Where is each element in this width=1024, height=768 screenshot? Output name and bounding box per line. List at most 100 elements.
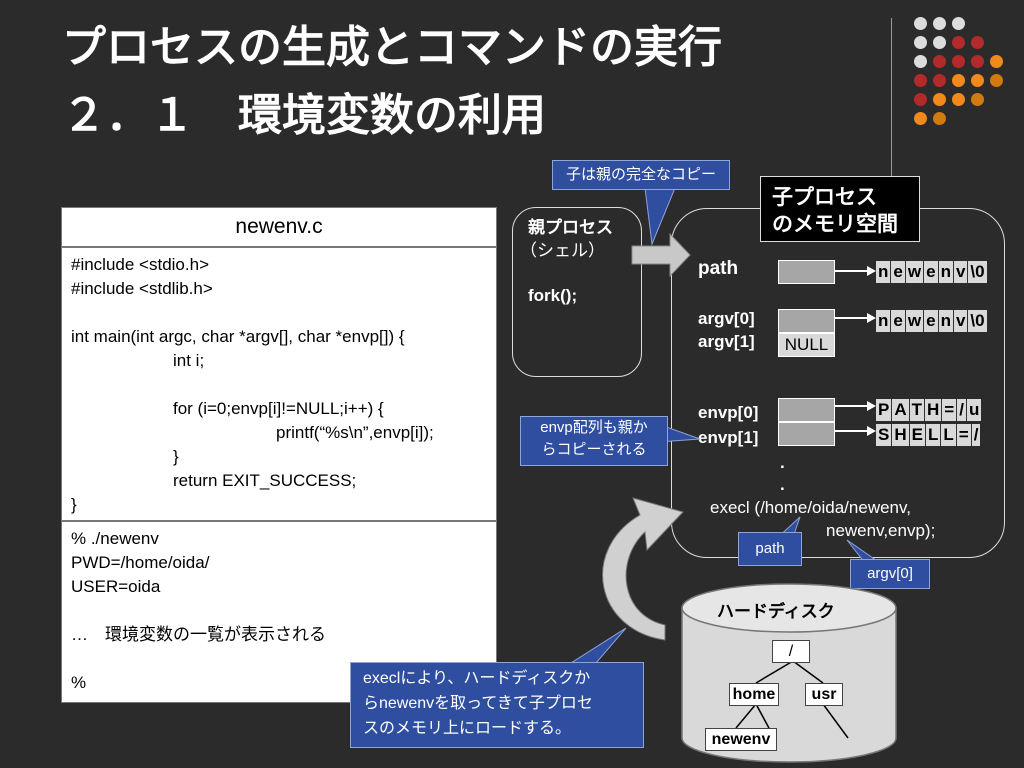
decorative-dot (952, 55, 965, 68)
argv0-label: argv[0] (698, 309, 755, 328)
code-line: #include <stdlib.h> (71, 279, 213, 298)
envp1-string-char: S (876, 424, 893, 446)
envp-callout-pointer (658, 423, 701, 443)
decorative-dot (914, 17, 927, 30)
envp0-label: envp[0] (698, 403, 759, 422)
decorative-dot (971, 74, 984, 87)
envp0-pointer-box (778, 398, 835, 422)
argv1-null: NULL (778, 333, 835, 357)
code-line: #include <stdio.h> (71, 255, 209, 274)
code-line: int i; (173, 351, 205, 370)
argv-string-char: \0 (970, 311, 985, 330)
envp1-string-char: E (910, 424, 926, 446)
slide-title-line2: ２．１ 環境変数の利用 (62, 90, 546, 141)
path-pointer-box (778, 260, 835, 284)
load-callout-line3: スのメモリ上にロードする。 (363, 720, 572, 737)
decorative-dot (933, 93, 946, 106)
decorative-dot (914, 93, 927, 106)
output-line: PWD=/home/oida/ (71, 553, 210, 572)
envp0-string-char: / (957, 399, 967, 421)
envp-callout-line2: らコピーされる (541, 441, 647, 458)
argv0-callout: argv[0] (850, 559, 930, 589)
decorative-dot (933, 17, 946, 30)
argv0-pointer-box (778, 309, 835, 333)
argv-arrow (834, 317, 868, 319)
envp0-arrow-head (867, 401, 876, 411)
disk-root: / (772, 640, 810, 663)
decorative-dot (971, 55, 984, 68)
path-string-char: e (891, 261, 906, 283)
path-label: path (698, 258, 739, 279)
envp1-string-char: L (926, 424, 942, 446)
envp1-arrow (834, 430, 868, 432)
decorative-dot (952, 74, 965, 87)
separator-line (891, 18, 892, 188)
decorative-dot (971, 36, 984, 49)
envp1-string-char: L (941, 424, 957, 446)
path-string-char: n (876, 261, 892, 283)
execl-line2: newenv,envp); (826, 521, 936, 540)
argv-arrow-head (867, 313, 876, 323)
code-line: printf(“%s\n”,envp[i]); (276, 423, 434, 442)
slide-title-line1: プロセスの生成とコマンドの実行 (62, 22, 722, 73)
decorative-dot (933, 112, 946, 125)
decorative-dot (990, 74, 1003, 87)
child-title-box (760, 176, 920, 242)
argv-string-char: v (954, 310, 969, 332)
load-callout-line2: らnewenvを取ってきて子プロセ (363, 695, 593, 712)
disk-title: ハードディスク (717, 602, 835, 621)
code-line: } (173, 447, 179, 466)
argv-string-char: e (924, 310, 939, 332)
argv-string-char: e (891, 310, 906, 332)
decorative-dot (914, 36, 927, 49)
code-filename: newenv.c (61, 207, 497, 247)
disk-usr: usr (805, 683, 843, 706)
code-line: return EXIT_SUCCESS; (173, 471, 357, 490)
argv-string-char: n (939, 310, 954, 332)
path-arrow (834, 270, 868, 272)
decorative-dot (914, 74, 927, 87)
envp0-arrow (834, 405, 868, 407)
child-title-line1: 子プロセス (772, 186, 877, 209)
decorative-dot (933, 36, 946, 49)
path-arrow-head (867, 266, 876, 276)
parent-process-label: 親プロセス (528, 218, 613, 237)
path-string-char: v (954, 261, 969, 283)
envp0-string-char: P (876, 399, 893, 421)
envp1-string-char: / (973, 425, 979, 444)
envp-callout-line1: envp配列も親か (540, 419, 648, 436)
decorative-dot (914, 112, 927, 125)
disk-home: home (729, 683, 779, 706)
code-line: for (i=0;envp[i]!=NULL;i++) { (173, 399, 384, 418)
envp0-string-char: H (925, 399, 943, 421)
envp0-string-char: u (968, 400, 980, 419)
envp0-string-char: = (942, 399, 958, 421)
envp1-arrow-head (867, 426, 876, 436)
fork-call: fork(); (528, 286, 578, 305)
hard-disk (681, 583, 897, 763)
argv-string-char: w (906, 310, 925, 332)
envp1-label: envp[1] (698, 428, 759, 447)
envp1-string-char: = (957, 424, 972, 446)
load-arrow (602, 497, 684, 641)
path-callout: path (738, 532, 802, 566)
decorative-dot (952, 93, 965, 106)
disk-newenv: newenv (705, 728, 777, 751)
parent-process-sublabel: （シェル） (520, 241, 605, 260)
envp1-pointer-box (778, 422, 835, 446)
decorative-dot (952, 17, 965, 30)
envp0-string-char: A (892, 399, 910, 421)
decorative-dot (990, 55, 1003, 68)
child-title-line2: のメモリ空間 (772, 213, 898, 236)
decorative-dot (952, 36, 965, 49)
decorative-dot (933, 55, 946, 68)
decorative-dot (971, 93, 984, 106)
execl-line1: execl (/home/oida/newenv, (710, 498, 911, 517)
load-callout: execlにより、ハードディスクか らnewenvを取ってきて子プロセ スのメモ… (350, 662, 644, 748)
code-listing: #include <stdio.h> #include <stdlib.h> i… (61, 247, 497, 521)
load-callout-line1: execlにより、ハードディスクか (363, 670, 591, 687)
output-line: % (71, 673, 87, 692)
